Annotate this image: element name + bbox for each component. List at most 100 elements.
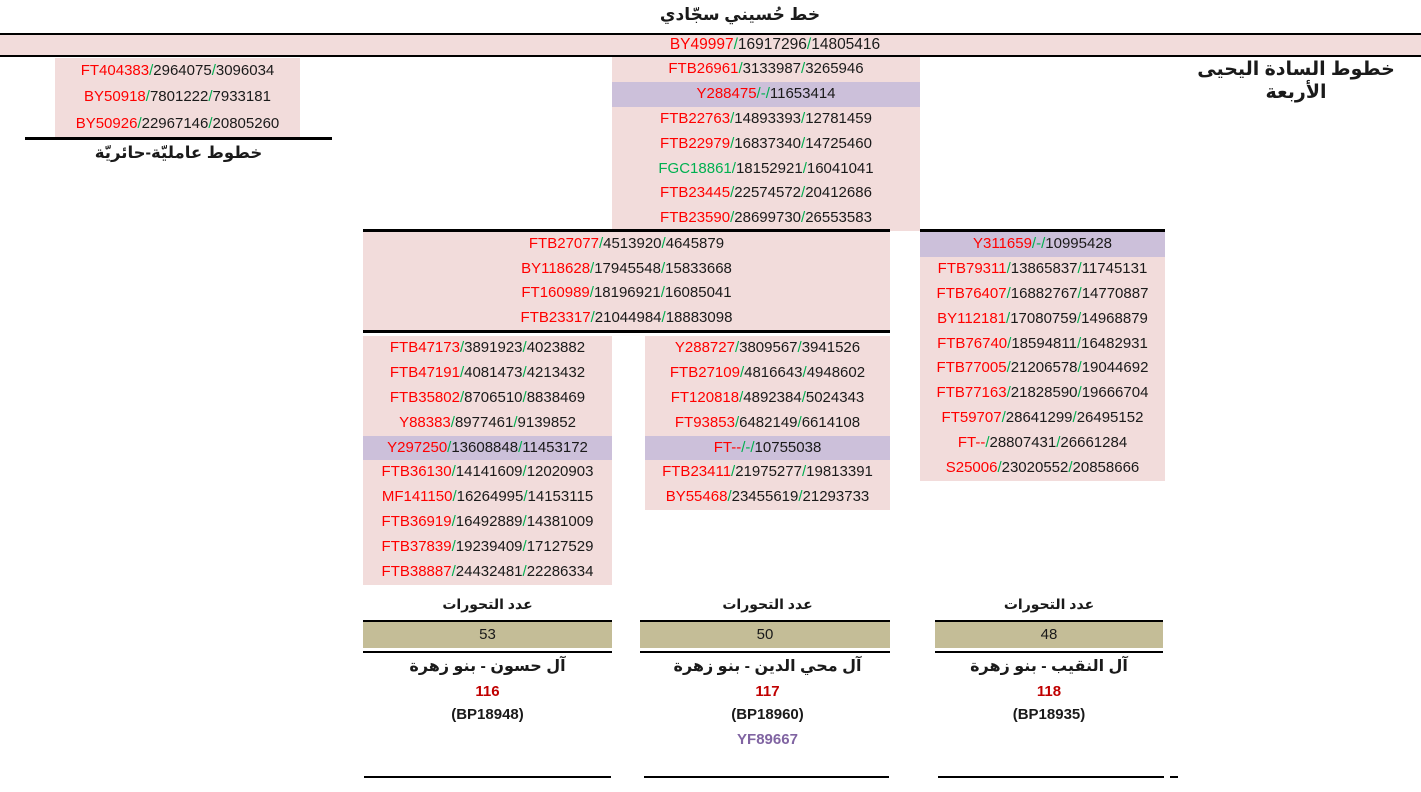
slash: / xyxy=(730,184,735,202)
snp-row: BY118628/17945548/15833668 xyxy=(363,257,890,282)
snp-row: Y88383/8977461/9139852 xyxy=(363,411,612,436)
mutation-count-box-a: 53 xyxy=(363,620,612,648)
snp-name: Y288727 xyxy=(674,339,735,356)
snp-pos1: 16492889 xyxy=(455,513,523,531)
snp-row: FT160989/18196921/16085041 xyxy=(363,281,890,306)
snp-pos1: 17945548 xyxy=(594,259,661,277)
snp-name: FTB47173 xyxy=(389,339,460,356)
snp-row: FTB76740/18594811/16482931 xyxy=(920,332,1165,357)
slash: / xyxy=(451,538,456,556)
snp-name: FTB36919 xyxy=(381,513,452,531)
slash: / xyxy=(518,438,523,456)
snp-name: BY112181 xyxy=(937,309,1007,327)
snp-pos2: 3941526 xyxy=(801,339,861,356)
snp-row: FTB38887/24432481/22286334 xyxy=(363,560,612,585)
snp-pos2: 14770887 xyxy=(1081,284,1149,302)
slash: / xyxy=(522,363,527,381)
slash: / xyxy=(590,259,595,277)
left-panel-label: خطوط عامليّة-حائريّة xyxy=(94,144,263,162)
slash: / xyxy=(1006,384,1011,402)
snp-row: FTB77163/21828590/19666704 xyxy=(920,381,1165,406)
slash: / xyxy=(450,413,455,431)
snp-pos2: 4213432 xyxy=(526,363,586,381)
snp-pos2: 21293733 xyxy=(802,488,870,506)
slash: / xyxy=(756,84,761,102)
snp-name: FTB77005 xyxy=(936,359,1007,377)
footer-divider-b xyxy=(640,651,890,653)
footer-divider-a xyxy=(363,651,612,653)
snp-row: FT--/28807431/26661284 xyxy=(920,431,1165,456)
snp-row: FTB23590/28699730/26553583 xyxy=(612,206,920,231)
slash: / xyxy=(459,363,465,381)
snp-pos1: - xyxy=(745,438,751,456)
snp-row: Y288475/-/11653414 xyxy=(612,81,920,107)
snp-pos2: 6614108 xyxy=(801,413,861,431)
snp-name: FTB79311 xyxy=(937,259,1007,277)
slash: / xyxy=(1072,409,1077,427)
slash: / xyxy=(727,488,732,506)
family-name-a: آل حسون - بنو زهرة xyxy=(409,658,566,675)
snp-pos1: 16264995 xyxy=(456,488,524,506)
snp-name: FTB76740 xyxy=(937,334,1008,352)
snp-pos2: 12020903 xyxy=(526,463,594,481)
snp-row: FGC18861/18152921/16041041 xyxy=(612,157,920,182)
right-column-top-divider xyxy=(920,229,1165,232)
snp-pos1: 16882767 xyxy=(1010,284,1078,302)
snp-name: FTB35802 xyxy=(389,388,460,406)
footer-divider-c xyxy=(935,651,1163,653)
family-name-b: آل محي الدين - بنو زهرة xyxy=(673,658,862,675)
snp-pos2: 10995428 xyxy=(1045,235,1113,252)
snp-pos1: 17080759 xyxy=(1010,309,1077,327)
snp-pos2: 10755038 xyxy=(754,438,822,456)
slash: / xyxy=(801,184,806,202)
slash: / xyxy=(1007,334,1012,352)
slash: / xyxy=(797,339,802,356)
snp-pos2: 20858666 xyxy=(1072,459,1140,477)
slash: / xyxy=(661,308,666,326)
root-snp-name: BY49997 xyxy=(669,36,734,53)
snp-row: FT93853/6482149/6614108 xyxy=(645,411,890,436)
snp-row: FTB37839/19239409/17127529 xyxy=(363,535,612,560)
snp-pos1: - xyxy=(760,84,766,102)
snp-row: FTB23411/21975277/19813391 xyxy=(645,460,890,485)
mutation-count-box-b: 50 xyxy=(640,620,890,648)
snp-pos1: 28699730 xyxy=(734,209,802,227)
bp-id-c: (BP18935) xyxy=(1012,706,1086,723)
root-snp-banner: BY49997/16917296/14805416 xyxy=(0,33,1421,57)
snp-row: FTB22979/16837340/14725460 xyxy=(612,132,920,157)
snp-name: BY50918 xyxy=(84,88,146,106)
slash: / xyxy=(208,114,213,132)
slash: / xyxy=(149,62,154,79)
snp-pos1: 18196921 xyxy=(593,284,661,301)
snp-pos2: 16482931 xyxy=(1081,334,1148,352)
snp-row: BY55468/23455619/21293733 xyxy=(645,485,890,510)
slash: / xyxy=(797,413,802,431)
snp-name: FGC18861 xyxy=(658,159,732,177)
kit-number-b: 117 xyxy=(755,683,780,700)
snp-pos1: 21828590 xyxy=(1010,384,1078,402)
slash: / xyxy=(1031,235,1037,252)
snp-name: Y88383 xyxy=(399,413,451,431)
header-four-lines-title: خطوط السادة اليحيى الأربعة xyxy=(1197,59,1395,103)
slash: / xyxy=(1041,235,1046,252)
slash: / xyxy=(802,159,807,177)
slash: / xyxy=(739,388,744,406)
snp-pos2: 20412686 xyxy=(805,184,872,202)
snp-pos2: 11453172 xyxy=(522,438,588,456)
slash: / xyxy=(513,413,518,431)
snp-pos1: 21975277 xyxy=(735,463,802,481)
snp-row: BY50918/7801222/7933181 xyxy=(55,84,300,110)
slash: / xyxy=(798,488,803,506)
snp-row: FTB35802/8706510/8838469 xyxy=(363,386,612,411)
snp-pos2: 26495152 xyxy=(1076,409,1144,427)
snp-name: FTB37839 xyxy=(381,538,452,556)
slash: / xyxy=(661,235,666,252)
slash: / xyxy=(447,438,452,456)
snp-row: FT404383/2964075/3096034 xyxy=(55,58,300,84)
snp-pos1: 23020552 xyxy=(1001,459,1069,477)
slash: / xyxy=(451,463,456,481)
snp-name: FTB23590 xyxy=(660,209,731,227)
slash: / xyxy=(734,413,740,431)
